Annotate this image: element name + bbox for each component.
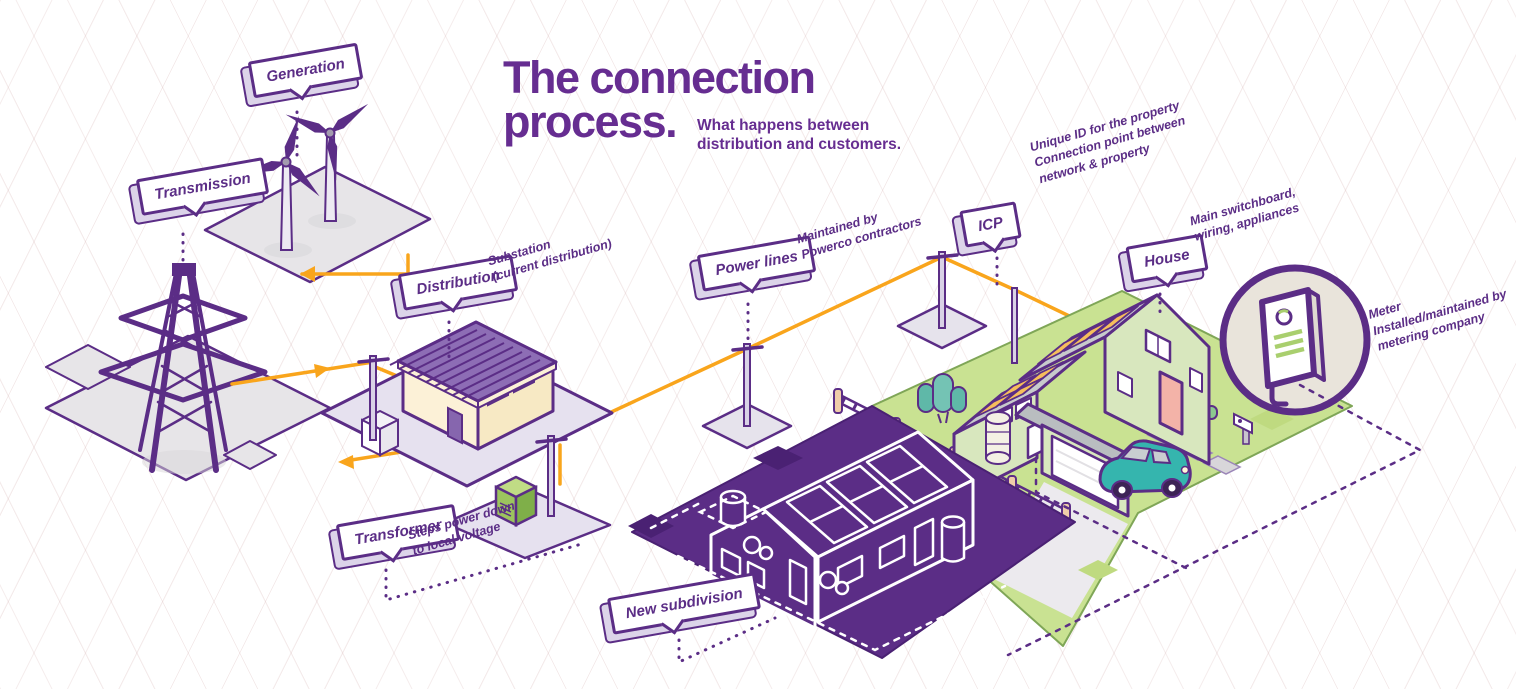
front-door (1158, 370, 1184, 436)
power-pole-icon (701, 343, 793, 450)
connector-lines (181, 110, 1162, 665)
icp-pole-icon (896, 251, 988, 350)
substation-icon (320, 320, 614, 488)
driveway (988, 482, 1128, 618)
water-tank-icon (985, 411, 1011, 465)
flow-arrow-icon (338, 455, 354, 469)
garage-door (1050, 434, 1120, 510)
meter-icon (1219, 264, 1371, 416)
page-subtitle: What happens between distribution and cu… (697, 117, 902, 154)
house-icon (952, 293, 1211, 518)
power-pole-icon (357, 355, 390, 441)
car-icon (1098, 439, 1192, 500)
transmission-tower-icon (98, 263, 268, 474)
new-subdivision-house-icon (709, 430, 975, 630)
flow-arrow-icon (300, 266, 315, 282)
new-subdivision-plot (628, 405, 1076, 659)
flow-arrow-icon (314, 364, 330, 378)
bubble-distribution-label: Distribution (415, 266, 501, 299)
bubble-power-lines-label: Power lines (714, 247, 800, 280)
mini-pole-icon (1011, 287, 1018, 364)
mailbox-icon (1233, 412, 1253, 445)
wind-turbine-icon (239, 103, 369, 258)
transformer-icon (443, 435, 612, 560)
meter-dashed-lines (1006, 383, 1423, 657)
page-title: The connection process. (503, 52, 816, 148)
bubble-transmission-label: Transmission (153, 169, 253, 204)
